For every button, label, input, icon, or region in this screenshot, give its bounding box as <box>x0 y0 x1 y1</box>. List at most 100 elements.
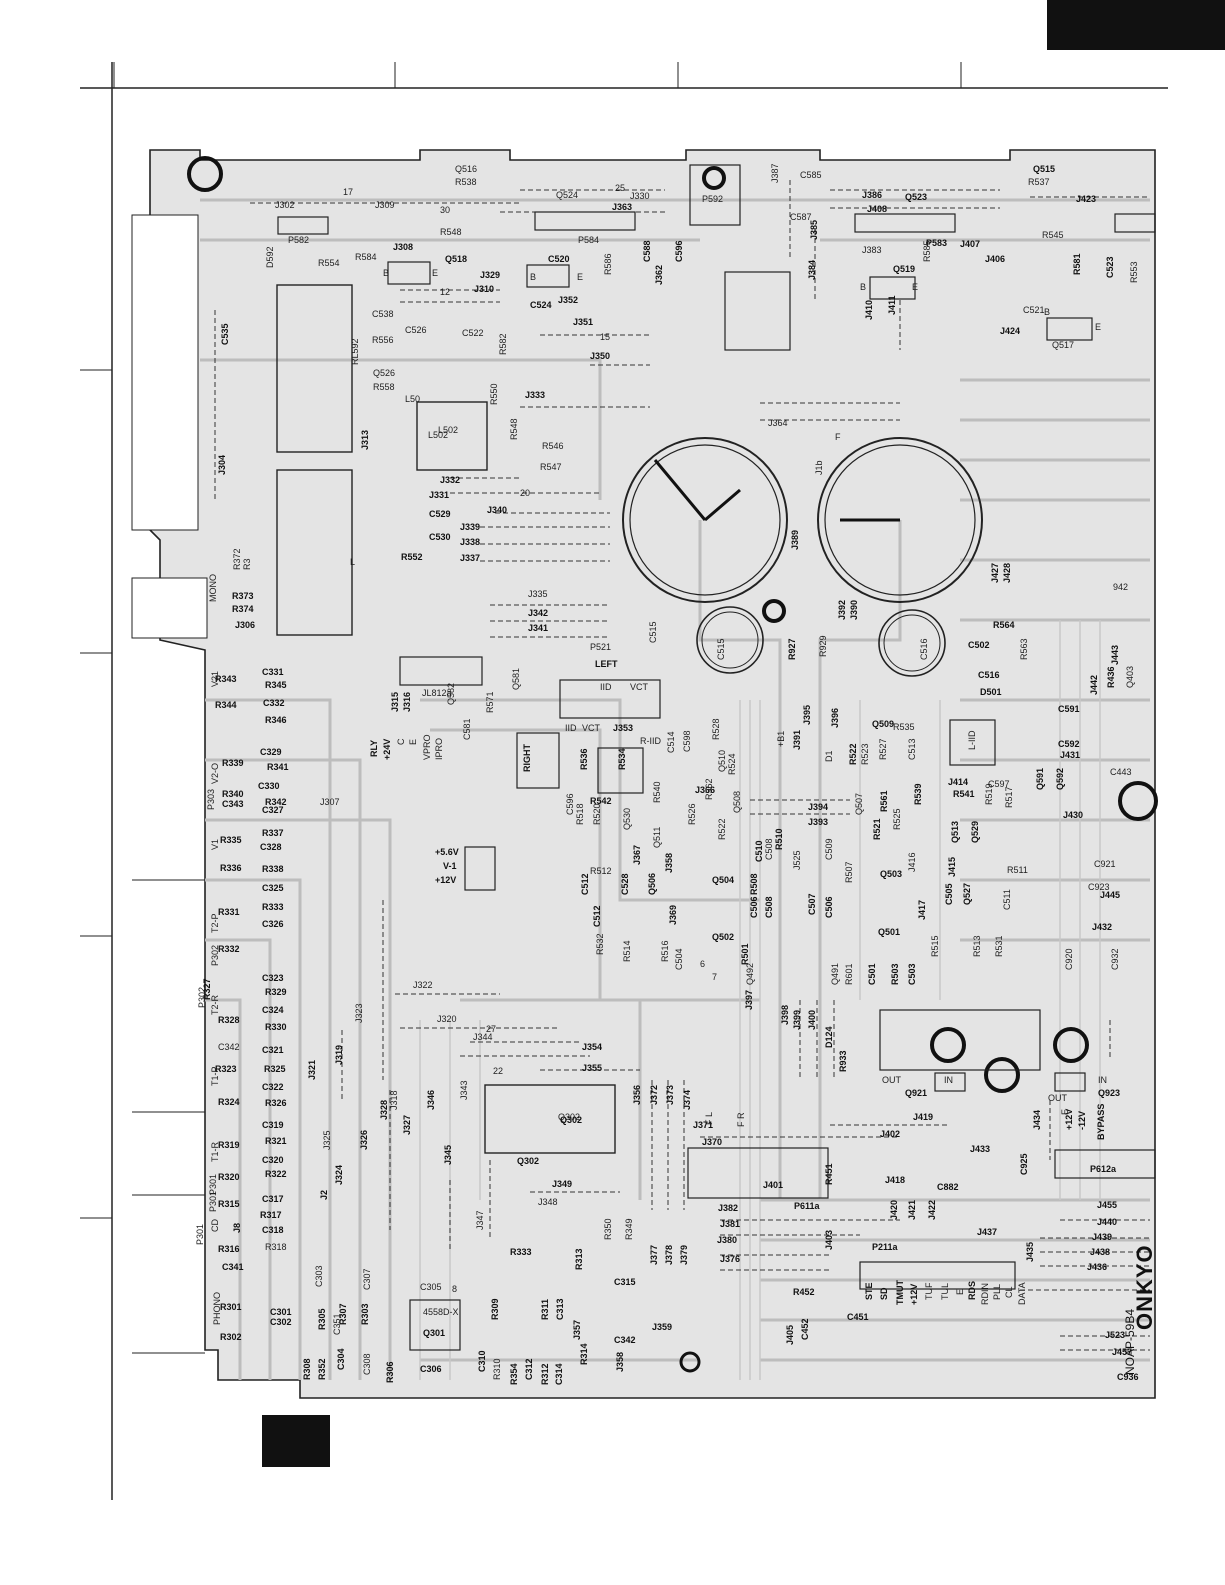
component-label: C923 <box>1088 882 1110 892</box>
component-label: R308 <box>302 1358 312 1380</box>
label-out2: OUT <box>1048 1093 1068 1103</box>
component-label: J308 <box>393 242 413 252</box>
component-label: J389 <box>790 530 800 550</box>
component-label: R327 <box>202 978 212 1000</box>
component-label: J403 <box>824 1230 834 1250</box>
component-label: J405 <box>785 1325 795 1345</box>
component-label: RL592 <box>350 338 360 365</box>
component-label: R537 <box>1028 177 1050 187</box>
component-label: C328 <box>260 842 282 852</box>
component-label: J8 <box>232 1223 242 1233</box>
label-p302b: P302 <box>197 987 207 1008</box>
component-label: J369 <box>668 905 678 925</box>
label-t2p: T2-P <box>210 913 220 933</box>
component-label: L502 <box>438 425 458 435</box>
component-label: C512 <box>592 905 602 927</box>
label-out1: OUT <box>882 1075 902 1085</box>
component-label: Q526 <box>373 368 395 378</box>
component-label: C304 <box>336 1348 346 1370</box>
component-label: R336 <box>220 863 242 873</box>
component-label: R539 <box>913 783 923 805</box>
component-label: J310 <box>474 284 494 294</box>
component-label: C508 <box>764 838 774 860</box>
component-label: J523 <box>1105 1330 1125 1340</box>
component-label: R517 <box>1004 786 1014 808</box>
component-label: R540 <box>652 781 662 803</box>
component-label: Q492 <box>745 963 755 985</box>
label-tmut: TMUT <box>895 1280 905 1305</box>
label-l50: L50 <box>405 394 420 404</box>
component-label: J421 <box>907 1200 917 1220</box>
component-label: JL812a <box>422 688 452 698</box>
big-capacitors <box>187 156 1158 1373</box>
component-label: Q503 <box>880 869 902 879</box>
component-label: R303 <box>360 1303 370 1325</box>
component-label: J443 <box>1110 645 1120 665</box>
component-label: R314 <box>579 1343 589 1365</box>
component-label: Q506 <box>647 873 657 895</box>
label-num12: 12 <box>440 287 450 297</box>
label-num25: 25 <box>615 183 625 193</box>
label-num27: 27 <box>486 1024 496 1034</box>
component-label: Q591 <box>1035 768 1045 790</box>
component-label: J358 <box>664 853 674 873</box>
component-label: R315 <box>218 1199 240 1209</box>
component-label: R326 <box>265 1098 287 1108</box>
component-label: Q515 <box>1033 164 1055 174</box>
component-label: R330 <box>265 1022 287 1032</box>
component-label: J439 <box>1092 1232 1112 1242</box>
component-label: P521 <box>590 642 611 652</box>
component-label: J348 <box>538 1197 558 1207</box>
label-right: RIGHT <box>522 744 532 773</box>
component-label: J385 <box>809 220 819 240</box>
component-label: C508 <box>764 896 774 918</box>
component-label: J372 <box>649 1085 659 1105</box>
pcb-board <box>131 149 1156 1399</box>
label-b1: +B1 <box>776 731 786 747</box>
component-label: R317 <box>260 1210 282 1220</box>
component-label: J378 <box>664 1245 674 1265</box>
component-label: R524 <box>727 753 737 775</box>
jumpers <box>214 180 1150 1351</box>
component-label: C596 <box>565 793 575 815</box>
component-label: J345 <box>443 1145 453 1165</box>
component-label: J326 <box>359 1130 369 1150</box>
component-label: J406 <box>985 254 1005 264</box>
label-e: E <box>408 739 418 745</box>
label-b-r2: B <box>1044 307 1050 317</box>
label-t2r: T2-R <box>210 995 220 1016</box>
component-label: P582 <box>288 235 309 245</box>
component-label: R372 <box>232 548 242 570</box>
label-in2: IN <box>1098 1075 1107 1085</box>
component-label: R343 <box>215 674 237 684</box>
component-label: J373 <box>665 1085 675 1105</box>
board-outline <box>149 149 1156 1399</box>
component-label: C318 <box>262 1225 284 1235</box>
component-label: C920 <box>1064 948 1074 970</box>
component-label: P592 <box>702 194 723 204</box>
component-label: R528 <box>711 718 721 740</box>
component-label: R522 <box>717 818 727 840</box>
component-label: R933 <box>838 1050 848 1072</box>
component-label: R514 <box>622 940 632 962</box>
component-label: J396 <box>830 708 840 728</box>
component-label: R320 <box>218 1172 240 1182</box>
label-v21: V21 <box>210 671 220 687</box>
label-iid: IID <box>600 682 612 692</box>
label-p301b: P301 <box>208 1191 218 1212</box>
component-label: Q302 <box>517 1156 539 1166</box>
label-r-iid: R-IID <box>640 736 661 746</box>
label-b-right: B <box>860 282 866 292</box>
component-label: R352 <box>317 1358 327 1380</box>
component-label: Q530 <box>622 808 632 830</box>
component-label: J374 <box>682 1090 692 1110</box>
component-label: C538 <box>372 309 394 319</box>
label-t1p: T1-P <box>210 1066 220 1086</box>
component-label: C305 <box>420 1282 442 1292</box>
component-label: Q519 <box>893 264 915 274</box>
component-label: C303 <box>314 1265 324 1287</box>
label-data: DATA <box>1017 1282 1027 1305</box>
component-label: Q523 <box>905 192 927 202</box>
